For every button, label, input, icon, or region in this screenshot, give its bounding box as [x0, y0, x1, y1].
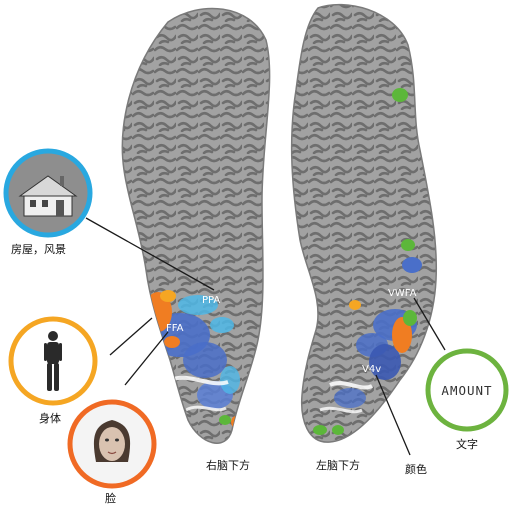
- house-category-circle: [3, 148, 93, 238]
- vwfa-label: VWFA: [388, 288, 417, 299]
- house-caption: 房屋，风景: [11, 243, 66, 256]
- v4v-label: V4v: [362, 364, 381, 375]
- color-caption: 颜色: [405, 463, 427, 476]
- body-category-circle: [8, 316, 98, 406]
- body-leader-line: [109, 317, 153, 356]
- face-caption: 脸: [105, 492, 116, 505]
- left-hemisphere: [290, 3, 438, 443]
- fba-label: FBA: [114, 298, 134, 309]
- right-hemisphere: [121, 7, 271, 444]
- word-category-circle: AMOUNT: [425, 348, 509, 432]
- house-icon: [18, 175, 78, 217]
- word-leader-line: [413, 297, 446, 351]
- face-icon: [93, 420, 131, 462]
- house-leader-line: [85, 217, 215, 291]
- ffa-label: FFA: [166, 323, 184, 334]
- left-hemisphere-caption: 左脑下方: [316, 459, 360, 472]
- face-leader-line: [124, 331, 169, 386]
- word-sample-text: AMOUNT: [441, 383, 492, 398]
- ppa-label: PPA: [202, 295, 220, 306]
- right-hemisphere-caption: 右脑下方: [206, 459, 250, 472]
- word-caption: 文字: [456, 438, 478, 451]
- leader-lines: [85, 217, 446, 456]
- color-leader-line: [375, 374, 411, 456]
- body-icon: [44, 331, 62, 391]
- face-category-circle: [67, 399, 157, 489]
- left-activation-patches: [313, 88, 422, 435]
- body-caption: 身体: [39, 412, 61, 425]
